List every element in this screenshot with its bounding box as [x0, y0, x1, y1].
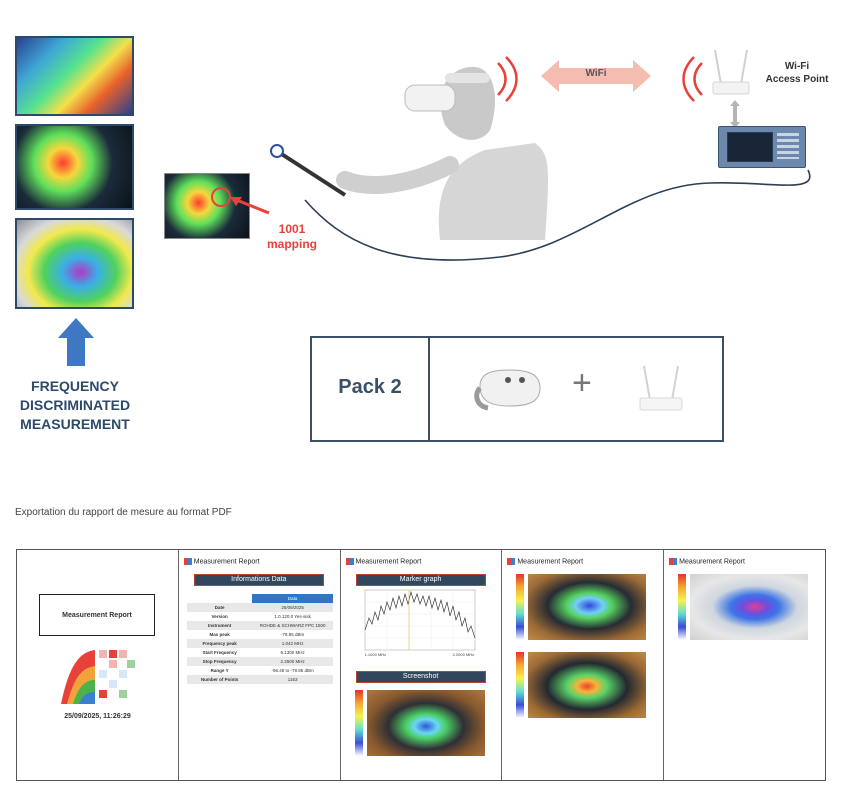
info-value: -78.85 dBm	[281, 632, 305, 637]
pack-divider	[428, 338, 430, 440]
report-logo-icon	[61, 650, 135, 704]
frequency-measurement-label: FREQUENCY DISCRIMINATED MEASUREMENT	[19, 378, 131, 432]
info-bar: Informations Data	[193, 574, 324, 586]
screenshot-color-scale	[354, 690, 363, 756]
mapping-highlight	[211, 187, 270, 215]
report-preview-strip: Measurement Report 25/09/2025, 11:26:29 …	[16, 549, 826, 781]
pack-title: Pack 2	[338, 376, 402, 398]
info-key: Number of Points	[200, 677, 239, 682]
graph-x-end: 2.2000 MHz	[452, 652, 475, 657]
report-header-logo-icon	[669, 558, 678, 565]
arrow-up-icon	[58, 318, 94, 366]
info-key: Max peak	[209, 632, 230, 637]
cover-title: Measurement Report	[62, 611, 132, 619]
info-value: 1.042 MHz	[281, 641, 304, 646]
wifi-label: WiFi	[585, 68, 607, 79]
info-table: Data Date 25/09/2025 Version 1.0.120.0 Yes…	[186, 594, 333, 684]
info-value: 25/09/2025	[281, 605, 304, 610]
pack-box: Pack 2 +	[310, 336, 724, 442]
router-icon-pack	[639, 365, 683, 411]
info-key: Start Frequency	[202, 650, 237, 655]
report-page-heatmap-single: Measurement Report	[664, 550, 825, 780]
heatmap-photo-2	[528, 652, 647, 718]
bidirectional-arrow-icon	[541, 60, 651, 92]
vr-heatmap-thumbnail-3	[15, 218, 134, 309]
info-value: -96.48 to -78.85 dBm	[271, 668, 314, 673]
report-header-title: Measurement Report	[517, 558, 584, 566]
router-icon	[712, 49, 750, 95]
headset-signal-icon	[497, 56, 518, 102]
page-header: Measurement Report	[183, 558, 260, 566]
page-header: Measurement Report	[345, 558, 422, 566]
page-header: Measurement Report	[507, 558, 583, 565]
info-value: 1163	[287, 677, 298, 682]
marker-graph-bar: Marker graph	[355, 574, 486, 586]
report-header-logo-icon	[507, 558, 516, 565]
heatmap-photo-1	[528, 574, 647, 640]
info-key: Version	[211, 614, 228, 619]
marker-graph	[364, 589, 475, 651]
report-page-info: Measurement Report Informations Data Dat…	[178, 550, 341, 780]
info-value: 2.2500 MHz	[280, 659, 305, 664]
report-page-cover: Measurement Report 25/09/2025, 11:26:29	[17, 550, 179, 780]
report-header-logo-icon	[183, 558, 192, 565]
info-key: Frequency peak	[202, 641, 237, 646]
info-value: 1.0.120.0 Yes-sisk	[274, 614, 311, 619]
heatmap-color-scale-1	[516, 574, 525, 640]
vr-heatmap-thumbnail-2	[15, 124, 134, 210]
info-key: Stop Frequency	[202, 659, 237, 664]
info-col-header: Data	[252, 594, 333, 603]
info-key: Instrument	[208, 623, 232, 628]
info-key: Range Y	[210, 668, 229, 673]
pack-plus: +	[572, 364, 592, 402]
cover-title-box: Measurement Report	[39, 594, 155, 636]
report-page-heatmaps: Measurement Report	[502, 550, 665, 780]
cover-timestamp: 25/09/2025, 11:26:29	[64, 713, 131, 720]
mapping-thumbnail	[164, 173, 250, 239]
page-header: Measurement Report	[669, 558, 745, 565]
heatmap-color-scale-3	[678, 574, 687, 640]
info-value: 5.1300 MHz	[280, 650, 305, 655]
graph-x-start: 1.1000 MHz	[364, 652, 387, 657]
export-caption: Exportation du rapport de mesure au form…	[15, 507, 232, 518]
heatmap-photo-3	[690, 574, 809, 640]
access-point-signal-icon	[682, 56, 703, 102]
mapping-label: 1001 mapping	[267, 222, 317, 251]
info-key: Date	[214, 605, 225, 610]
report-header-title: Measurement Report	[193, 558, 260, 566]
vr-user-illustration	[270, 66, 811, 261]
report-header-logo-icon	[345, 558, 354, 565]
report-header-title: Measurement Report	[679, 558, 745, 566]
screenshot-bar: Screenshot	[355, 671, 486, 683]
spectrum-analyzer-icon	[718, 126, 806, 168]
report-header-title: Measurement Report	[355, 558, 422, 566]
screenshot-heatmap	[366, 690, 485, 756]
vertical-link-arrow-icon	[730, 100, 740, 128]
report-page-graph: Measurement Report Marker graph 1.1000 M…	[340, 550, 503, 780]
vr-headset-icon	[474, 369, 541, 411]
info-value: ROHDE & SCHWARZ FPC 1500	[259, 623, 326, 628]
access-point-label: Wi-Fi Access Point	[765, 61, 829, 85]
heatmap-color-scale-2	[516, 652, 525, 718]
vr-heatmap-thumbnail-1	[15, 36, 134, 116]
